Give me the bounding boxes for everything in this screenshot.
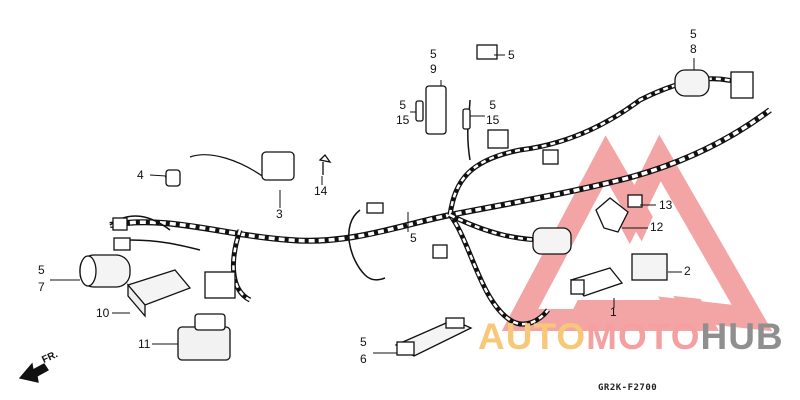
callout-5-connector: 5 (508, 48, 515, 62)
callout-5-7-bottom: 7 (38, 280, 45, 294)
watermark-text: AUTOMOTOHUB (478, 318, 784, 355)
callout-5-7-top: 5 (38, 263, 45, 277)
callout-5-6: 5 6 (360, 336, 367, 366)
watermark-auto: AUTO (478, 316, 587, 357)
callout-5-15-right: 5 15 (486, 99, 499, 127)
callout-5-9: 5 9 (430, 48, 437, 76)
front-direction-arrow (18, 362, 49, 383)
callout-10: 10 (96, 306, 110, 320)
watermark-hub: HUB (700, 316, 784, 357)
callout-5-8-top: 5 (690, 27, 697, 41)
callout-5-9-bottom: 9 (430, 62, 437, 76)
callout-5-15-left-bottom: 15 (396, 113, 410, 127)
callout-4: 4 (137, 168, 144, 182)
callout-5-15-right-top: 5 (489, 98, 497, 112)
callout-5-7: 5 7 (38, 264, 45, 294)
callout-2: 2 (684, 264, 691, 278)
callout-14: 14 (314, 184, 328, 198)
callout-5-harness: 5 (410, 231, 417, 245)
callout-11: 11 (138, 337, 151, 351)
callout-5-15-right-bottom: 15 (486, 113, 500, 127)
callout-3: 3 (276, 207, 283, 221)
diagram-code: GR2K-F2700 (598, 383, 658, 393)
callout-5-9-top: 5 (430, 47, 437, 61)
callout-5-6-top: 5 (360, 335, 367, 349)
callout-5-15-left: 5 15 (396, 99, 409, 127)
callout-12: 12 (650, 220, 664, 234)
callout-5-8: 5 8 (690, 28, 697, 56)
watermark-moto: MOTO (586, 316, 701, 357)
callout-13: 13 (659, 198, 673, 212)
callout-5-8-bottom: 8 (690, 42, 697, 56)
callout-5-6-bottom: 6 (360, 352, 367, 366)
callout-1: 1 (610, 305, 617, 319)
callout-5-15-left-top: 5 (399, 98, 407, 112)
